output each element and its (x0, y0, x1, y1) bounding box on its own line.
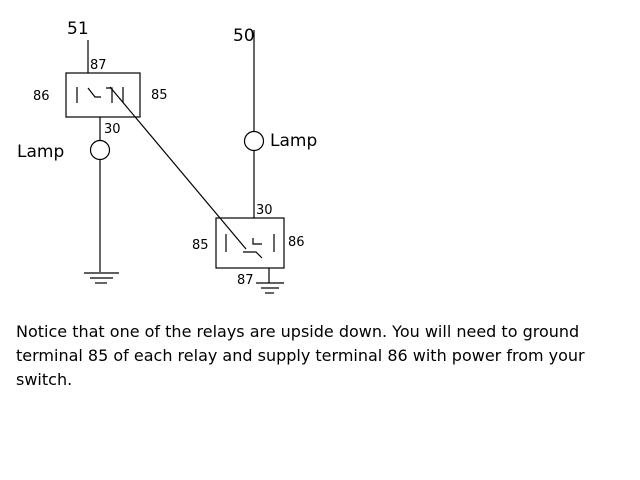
left-relay-pin-86: 86 (33, 89, 50, 104)
left-lamp-icon (89, 139, 111, 161)
left-relay-circuit: 51 87 86 85 30 Lamp (17, 19, 168, 284)
right-relay-circuit: 50 Lamp 30 85 86 87 (192, 26, 317, 294)
left-relay-switch-arm (106, 87, 113, 103)
right-lamp-icon (243, 130, 265, 152)
left-relay-pin-30: 30 (104, 122, 121, 137)
right-relay-switch-contact (243, 251, 263, 259)
right-ground-icon (256, 282, 284, 294)
left-ground-icon (84, 272, 119, 284)
left-relay-switch-contact (87, 87, 101, 98)
right-lamp-label: Lamp (270, 131, 317, 151)
right-relay-pin-86: 86 (288, 235, 305, 250)
right-relay-switch-arm (252, 238, 262, 245)
right-relay-pin-87: 87 (237, 273, 254, 288)
right-relay-box (215, 217, 285, 269)
left-relay-box (65, 72, 141, 118)
left-relay-pin-87: 87 (90, 58, 107, 73)
instruction-note: Notice that one of the relays are upside… (16, 322, 585, 389)
supply-label-51: 51 (67, 19, 89, 39)
left-lamp-label: Lamp (17, 142, 64, 162)
relay-cross-link-wire (109, 86, 247, 250)
left-relay-pin-85: 85 (151, 88, 168, 103)
right-relay-pin-30: 30 (256, 203, 273, 218)
supply-label-50: 50 (233, 26, 255, 46)
right-relay-pin-85: 85 (192, 238, 209, 253)
